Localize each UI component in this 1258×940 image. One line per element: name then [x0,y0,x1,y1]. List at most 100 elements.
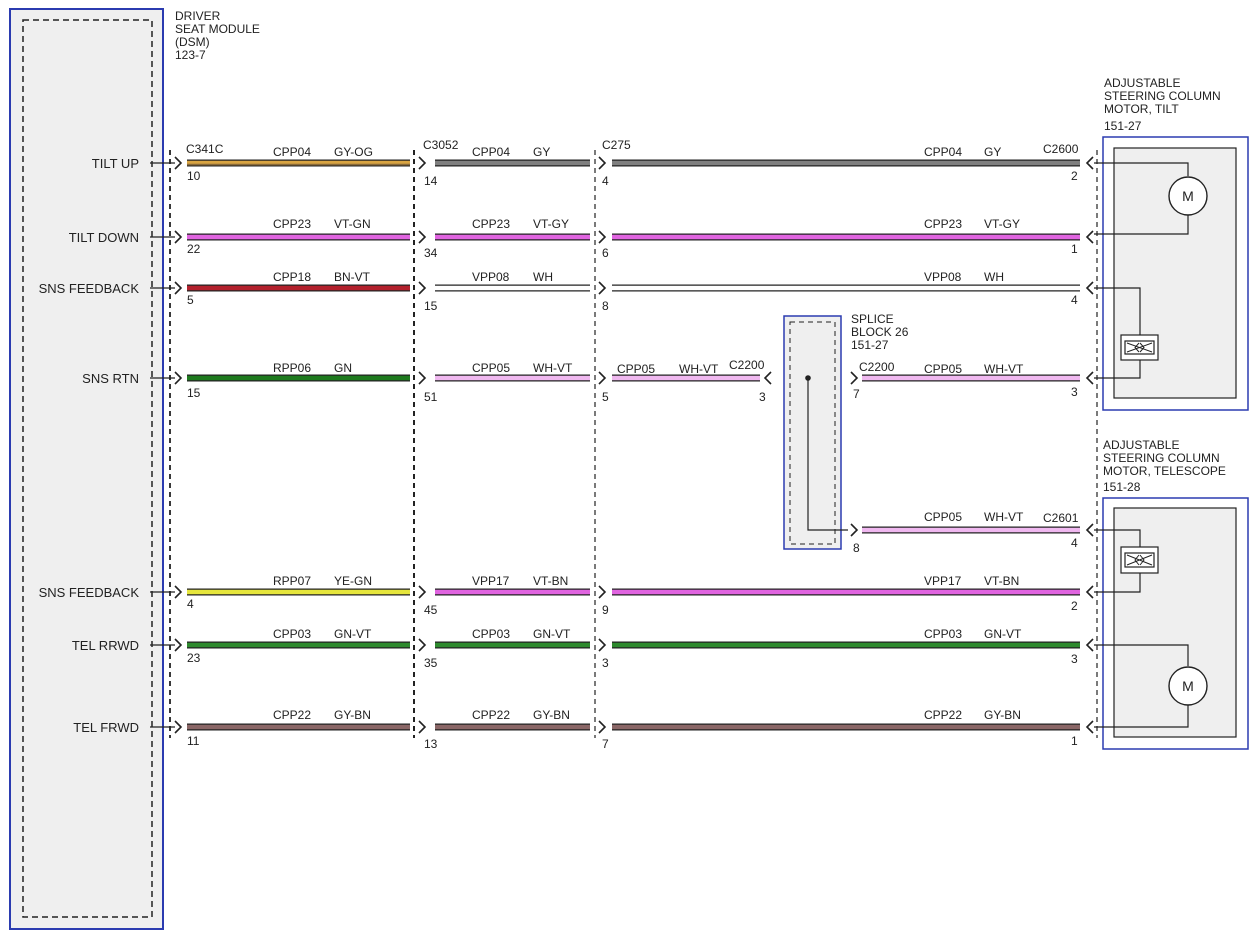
driver-seat-module: DRIVER SEAT MODULE (DSM) 123-7 [9,8,260,930]
wire-circuit-label: CPP04 [924,145,962,159]
wire-labels: CPP04 GY-OG 10 CPP04 GY 14 CPP04 GY 4 2 … [187,145,1078,751]
pin-number: 4 [1071,293,1078,307]
terminal-arrow-right [418,638,426,652]
wire-color-label: VT-GY [533,217,569,231]
pin-number: 34 [424,246,438,260]
tilt-position-sensor-icon [1120,334,1159,361]
terminal-arrow-left [1086,638,1094,652]
wire-circuit-label: CPP23 [472,217,510,231]
tel-motor-title-line-1: ADJUSTABLE [1103,438,1179,452]
wire-circuit-label: CPP04 [472,145,510,159]
terminal-arrow-right [850,371,858,385]
tilt-motor-title-line-2: STEERING COLUMN [1104,89,1221,103]
pin-number: 45 [424,603,438,617]
pin-label-tilt-up: TILT UP [92,156,139,171]
wire-group [187,159,1080,731]
wire-color-label: WH [984,270,1004,284]
terminal-arrow-left [1086,281,1094,295]
pin-number: 35 [424,656,438,670]
pin-number: 11 [187,734,200,748]
motor-label: M [1182,188,1194,204]
wire-color-label: GN-VT [533,627,571,641]
pin-number: 5 [602,390,609,404]
wire-circuit-label: CPP05 [924,362,962,376]
terminal-arrow-right [598,720,606,734]
wire-color-label: GN-VT [334,627,372,641]
wire-segment [187,159,410,167]
wire-color-label: GN-VT [984,627,1022,641]
connector-splice-out: C2200 [859,360,895,374]
splice-title-line-1: SPLICE [851,312,894,326]
terminal-arrow-right [418,281,426,295]
pin-label-tel-rrwd: TEL RRWD [72,638,139,653]
pin-number: 1 [1071,242,1078,256]
terminal-arrow-right [850,523,858,537]
wire-color-label: WH [533,270,553,284]
wire-circuit-label: CPP22 [273,708,311,722]
terminal-arrow-right [418,156,426,170]
wire-circuit-label: CPP23 [273,217,311,231]
pin-number: 15 [424,299,438,313]
wire-color-label: VT-GN [334,217,371,231]
wire-circuit-label: VPP08 [924,270,962,284]
wire-color-label: GY-BN [984,708,1021,722]
pin-number: 7 [853,387,860,401]
pin-number: 23 [187,651,201,665]
connector-dsm: C341C [186,142,224,156]
pin-number: 22 [187,242,201,256]
pin-number: 3 [759,390,766,404]
terminal-arrow-right [418,371,426,385]
splice-reference: 151-27 [851,338,889,352]
wire-circuit-label: VPP17 [924,574,962,588]
telescope-motor-icon: M [1168,666,1208,706]
wire-color-label: GY [984,145,1001,159]
pin-number: 4 [1071,536,1078,550]
tel-motor-reference: 151-28 [1103,480,1141,494]
pin-number: 15 [187,386,201,400]
motor-label: M [1182,678,1194,694]
splice-junction-dot [805,375,811,381]
terminal-arrow-right [598,371,606,385]
tilt-motor-title-line-3: MOTOR, TILT [1104,102,1179,116]
wire-color-label: WH-VT [984,362,1024,376]
wire-circuit-label: VPP08 [472,270,510,284]
terminal-arrow-right [174,281,182,295]
wire-circuit-label: CPP05 [472,361,510,375]
terminal-arrow-right [418,720,426,734]
wire-color-label: VT-GY [984,217,1020,231]
splice-block: SPLICE BLOCK 26 151-27 [783,312,909,550]
pin-number: 5 [187,293,194,307]
module-title-line-1: DRIVER [175,9,221,23]
wire-color-label: VT-BN [984,574,1019,588]
pin-number: 3 [602,656,609,670]
terminal-arrow-right [174,156,182,170]
module-reference: 123-7 [175,48,206,62]
wire-color-label: WH-VT [533,361,573,375]
pin-label-tilt-down: TILT DOWN [69,230,139,245]
pin-number: 3 [1071,385,1078,399]
connector-tel-motor: C2601 [1043,511,1079,525]
connector-inline-1: C3052 [423,138,459,152]
connector-splice-in: C2200 [729,358,765,372]
wire-circuit-label: CPP05 [617,362,655,376]
wire-circuit-label: CPP05 [924,510,962,524]
terminal-arrow-right [598,156,606,170]
terminal-arrow-right [598,638,606,652]
pin-label-tel-frwd: TEL FRWD [73,720,139,735]
terminal-arrow-right [174,638,182,652]
pin-number: 1 [1071,734,1078,748]
wire-circuit-label: CPP18 [273,270,311,284]
pin-number: 8 [853,541,860,555]
wire-circuit-label: VPP17 [472,574,510,588]
wire-color-label: GY [533,145,550,159]
terminal-arrow-right [174,371,182,385]
pin-label-sns-feedback-tel: SNS FEEDBACK [39,585,140,600]
terminal-arrow-left [1086,371,1094,385]
wire-color-label: GY-OG [334,145,373,159]
module-title-line-2: SEAT MODULE [175,22,260,36]
tilt-motor-title-line-1: ADJUSTABLE [1104,76,1180,90]
pin-number: 4 [602,174,609,188]
wire-circuit-label: CPP03 [472,627,510,641]
terminal-arrow-left [1086,156,1094,170]
